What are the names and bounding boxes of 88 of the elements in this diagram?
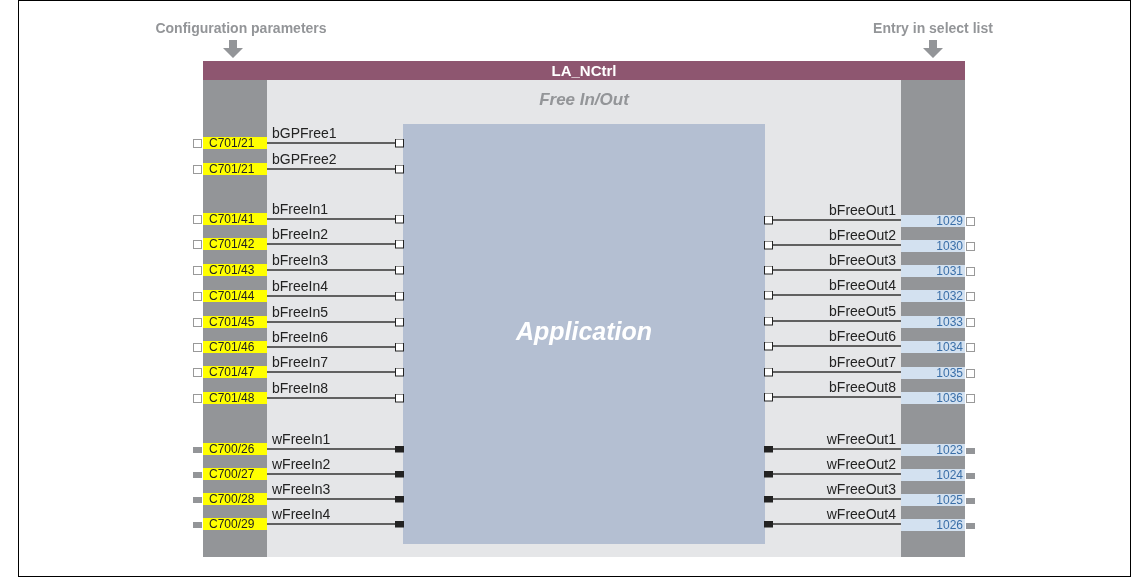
parameter-code: C700/28 <box>203 493 267 505</box>
signal-line <box>266 138 404 148</box>
signal-name: bFreeOut3 <box>829 253 896 268</box>
selection-number: 1032 <box>901 290 965 302</box>
parameter-code: C701/43 <box>203 264 267 276</box>
function-block <box>203 61 965 557</box>
signal-name: wFreeIn1 <box>272 432 331 447</box>
signal-line <box>764 470 902 478</box>
signal-line <box>266 470 404 478</box>
signal-name: bFreeOut7 <box>829 355 896 370</box>
parameter-code: C700/29 <box>203 518 267 530</box>
signal-line <box>266 520 404 528</box>
selection-number: 1025 <box>901 494 965 506</box>
application-label: Application <box>514 317 654 346</box>
signal-line <box>764 316 902 326</box>
signal-name: bFreeOut4 <box>829 278 896 293</box>
signal-line <box>266 367 404 377</box>
free-io-panel <box>267 80 901 557</box>
signal-line <box>266 393 404 403</box>
signal-line <box>764 341 902 351</box>
signal-name: bFreeOut8 <box>829 380 896 395</box>
down-arrow <box>923 40 943 58</box>
signal-name: bFreeOut2 <box>829 228 896 243</box>
signal-line <box>764 392 902 402</box>
signal-name: wFreeIn4 <box>272 507 331 522</box>
signal-line <box>266 239 404 249</box>
parameter-code: C701/45 <box>203 316 267 328</box>
signal-line <box>764 290 902 300</box>
signal-name: bFreeIn1 <box>272 202 329 217</box>
signal-name: bFreeIn8 <box>272 381 329 396</box>
panel-heading: Free In/Out <box>538 90 631 110</box>
selection-number: 1026 <box>901 519 965 531</box>
selection-number: 1033 <box>901 316 965 328</box>
selection-number: 1023 <box>901 444 965 456</box>
application-block <box>403 124 765 544</box>
parameter-code: C701/48 <box>203 392 267 404</box>
parameter-code: C701/21 <box>203 137 267 149</box>
selection-number: 1030 <box>901 240 965 252</box>
signal-line <box>266 317 404 327</box>
selection-number: 1024 <box>901 469 965 481</box>
annotation-text: Configuration parameters <box>130 20 352 40</box>
signal-name: bFreeIn3 <box>272 253 329 268</box>
signal-name: bFreeIn6 <box>272 330 329 345</box>
selection-number: 1029 <box>901 215 965 227</box>
parameter-code: C701/44 <box>203 290 267 302</box>
signal-line <box>764 445 902 453</box>
signal-name: wFreeOut2 <box>826 457 896 472</box>
signal-line <box>764 495 902 503</box>
signal-name: bGPFree1 <box>272 126 337 141</box>
signal-name: wFreeOut4 <box>826 507 896 522</box>
signal-line <box>266 265 404 275</box>
signal-line <box>764 215 902 225</box>
parameter-code: C701/42 <box>203 238 267 250</box>
parameter-code: C701/21 <box>203 163 267 175</box>
signal-name: bFreeOut1 <box>829 203 896 218</box>
selection-number: 1036 <box>901 392 965 404</box>
signal-line <box>764 367 902 377</box>
signal-name: bGPFree2 <box>272 152 337 167</box>
signal-line <box>764 265 902 275</box>
selection-number: 1035 <box>901 367 965 379</box>
signal-name: bFreeIn4 <box>272 279 329 294</box>
selection-number: 1034 <box>901 341 965 353</box>
parameter-code: C700/27 <box>203 468 267 480</box>
signal-line <box>266 342 404 352</box>
parameter-code: C700/26 <box>203 443 267 455</box>
parameter-code: C701/41 <box>203 213 267 225</box>
selection-number: 1031 <box>901 265 965 277</box>
signal-line <box>266 495 404 503</box>
signal-name: wFreeOut1 <box>826 432 896 447</box>
signal-name: bFreeIn5 <box>272 305 329 320</box>
signal-line <box>266 164 404 174</box>
signal-name: bFreeIn2 <box>272 227 329 242</box>
signal-line <box>764 520 902 528</box>
annotation-text: Entry in select list <box>850 20 1016 40</box>
signal-name: wFreeOut3 <box>826 482 896 497</box>
signal-line <box>266 445 404 453</box>
block-title: LA_NCtrl <box>203 61 965 80</box>
down-arrow <box>223 40 243 58</box>
signal-name: bFreeOut6 <box>829 329 896 344</box>
signal-name: bFreeOut5 <box>829 304 896 319</box>
signal-line <box>266 214 404 224</box>
parameter-code: C701/46 <box>203 341 267 353</box>
signal-name: wFreeIn3 <box>272 482 331 497</box>
parameter-code: C701/47 <box>203 366 267 378</box>
signal-line <box>764 240 902 250</box>
signal-name: bFreeIn7 <box>272 355 329 370</box>
signal-name: wFreeIn2 <box>272 457 331 472</box>
signal-line <box>266 291 404 301</box>
